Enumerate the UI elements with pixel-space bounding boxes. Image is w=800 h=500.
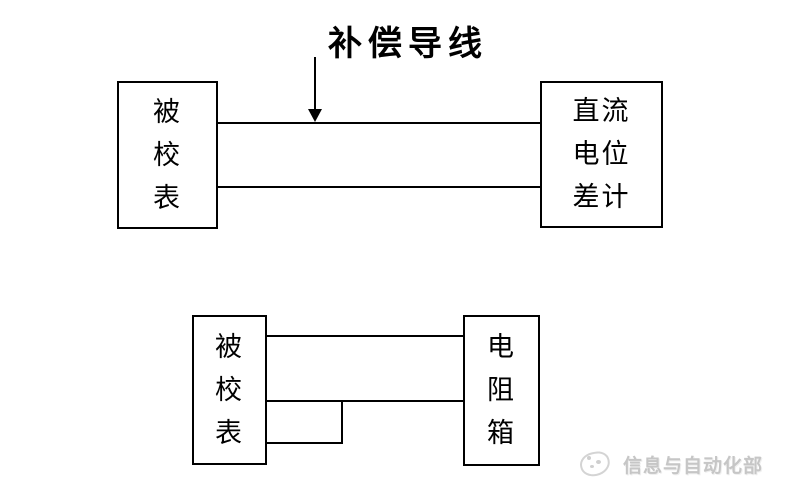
wire-bottom-riser [341,400,343,444]
box-label-line: 差计 [572,182,631,212]
box-label-line: 校 [153,139,182,170]
box-label-line: 表 [215,417,244,448]
box-dc-potentiometer: 直流 电位 差计 [540,81,663,228]
box-label-line: 阻 [487,375,516,405]
box-label-line: 表 [153,182,182,213]
box-label-line: 电位 [572,139,631,169]
box-label-line: 箱 [487,418,516,448]
down-arrow-shaft [314,57,316,110]
wire-bottom-stub [267,442,343,444]
box-label-line: 直流 [572,96,631,126]
box-label-line: 被 [153,96,182,127]
wire-bottom-upper [267,335,463,337]
wire-top-lower [218,186,540,188]
watermark-text: 信息与自动化部 [623,455,764,477]
box-meter-under-test-top: 被 校 表 [117,81,218,229]
compensation-wire-label: 补偿导线 [328,25,488,63]
box-label-line: 电 [487,332,516,362]
box-label-line: 被 [215,331,244,362]
box-meter-under-test-bottom: 被 校 表 [192,315,267,465]
wire-top-upper [218,122,540,124]
down-arrow-icon [308,109,322,122]
box-resistance-box: 电 阻 箱 [463,315,540,466]
wire-bottom-middle [267,400,463,402]
watermark: 信息与自动化部 [577,448,764,480]
watermark-logo-icon [577,448,614,480]
box-label-line: 校 [215,374,244,405]
